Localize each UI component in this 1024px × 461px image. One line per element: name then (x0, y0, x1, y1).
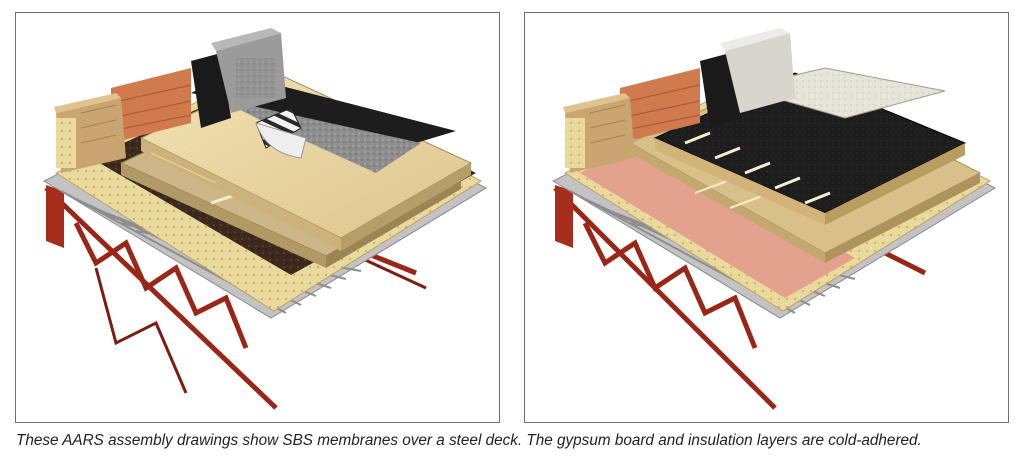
left-brick-wall (110, 68, 192, 143)
left-steel-joist-front (94, 256, 427, 394)
right-wood-blocking (563, 93, 635, 173)
right-assembly-panel (524, 12, 1009, 423)
figure-caption: These AARS assembly drawings show SBS me… (16, 432, 922, 449)
right-vapor-barrier (580, 138, 855, 298)
right-joist-bearing-seat (555, 185, 573, 248)
right-brick-wall (619, 68, 701, 143)
left-wood-blocking (54, 93, 126, 173)
left-joist-bearing-seat (46, 185, 64, 248)
right-concrete-block-parapet (720, 28, 795, 113)
left-concrete-block-parapet (211, 28, 286, 113)
right-roof-assembly-illustration (551, 28, 997, 410)
left-assembly-panel (15, 12, 500, 423)
left-cap-sheet (216, 98, 421, 173)
left-roof-assembly-illustration (42, 28, 488, 410)
right-parapet-flashing (700, 53, 740, 128)
left-parapet-flashing (191, 53, 231, 128)
